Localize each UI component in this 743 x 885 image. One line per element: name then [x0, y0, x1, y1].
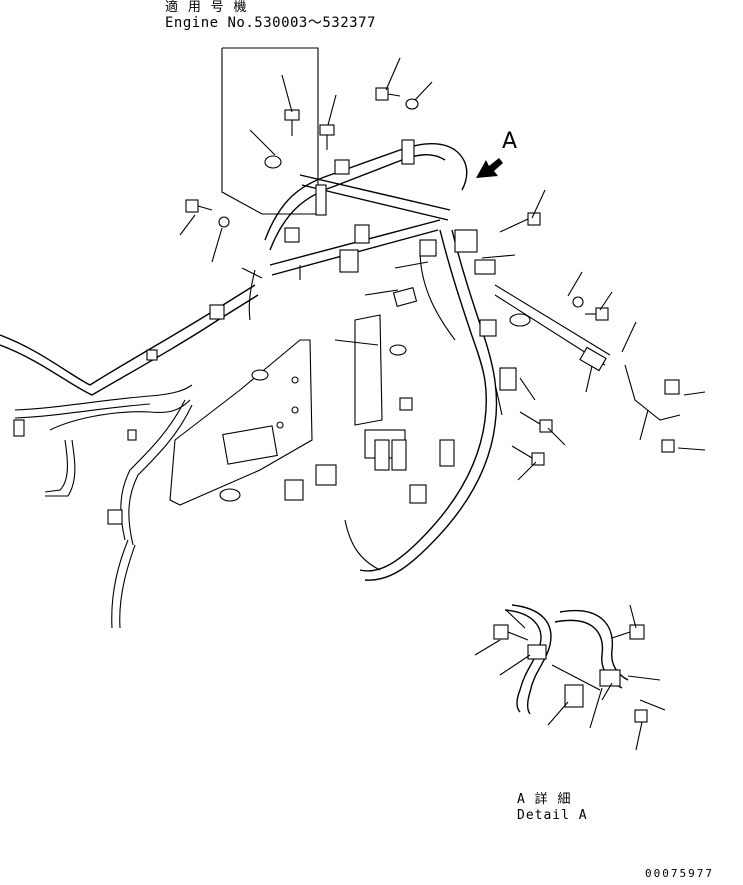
leader-lines [179, 57, 706, 481]
mounting-plate [169, 339, 313, 506]
view-marker-a: A [502, 129, 519, 154]
drawing-number: 00075977 [645, 867, 714, 880]
engine-number-range: Engine No.530003〜532377 [165, 15, 376, 31]
side-plate [354, 286, 418, 426]
detail-caption-jp: A 詳 細 [517, 792, 572, 807]
left-harness-branch [0, 284, 259, 629]
right-bracket-bar [494, 284, 681, 453]
view-arrow-icon [476, 158, 503, 178]
applicability-bracket [221, 47, 319, 215]
main-harness-trunk [284, 229, 517, 581]
applicability-title: 適 用 号 機 [165, 0, 248, 15]
detail-a-view [474, 604, 666, 751]
bolt-icon [185, 87, 609, 466]
upper-harness [248, 139, 468, 321]
detail-caption-en: Detail A [517, 808, 588, 823]
